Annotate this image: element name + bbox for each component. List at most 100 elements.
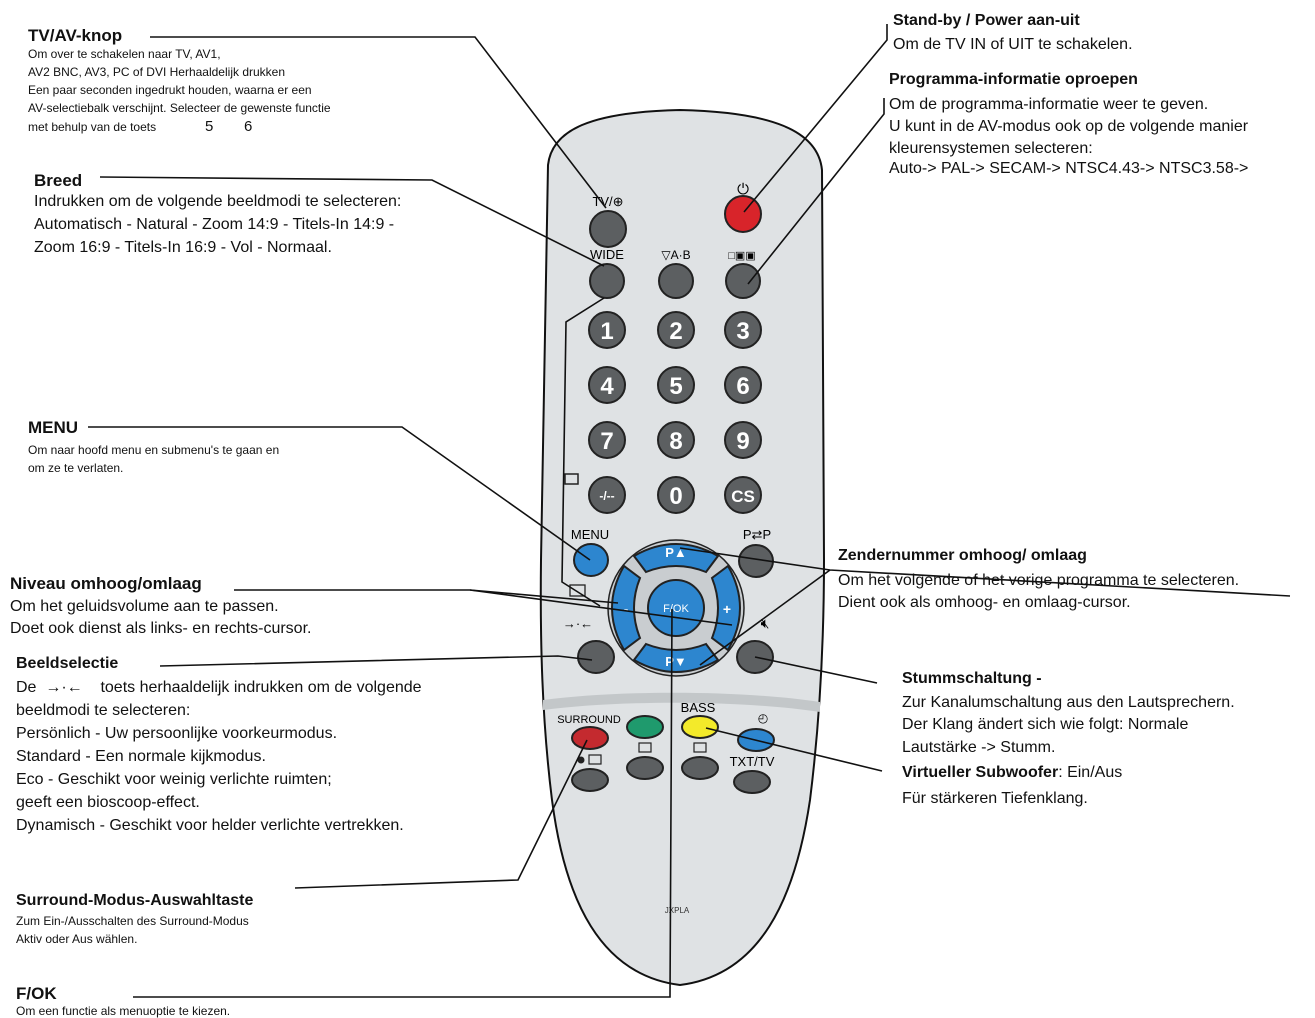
leader-lines xyxy=(88,24,1291,998)
tvav-line: AV-selectiebalk verschijnt. Selecteer de… xyxy=(28,101,331,115)
tvav-line: AV2 BNC, AV3, PC of DVI Herhaaldelijk dr… xyxy=(28,65,286,79)
digit-button-9[interactable]: 9 xyxy=(724,421,762,459)
gray-button-3[interactable] xyxy=(681,756,719,780)
digit-button-0[interactable]: 0 xyxy=(657,476,695,514)
svg-text:2: 2 xyxy=(669,318,682,345)
menu-line: om ze te verlaten. xyxy=(28,461,124,475)
beeldselectie-line: Dynamisch - Geschikt voor helder verlich… xyxy=(16,817,404,834)
programma-line: Om de programma-informatie weer te geven… xyxy=(889,96,1209,113)
cs-button[interactable]: CS xyxy=(724,476,762,514)
volume-up-button[interactable] xyxy=(710,564,741,652)
niveau-line: Doet ook dienst als links- en rechts-cur… xyxy=(10,620,312,637)
beeldselectie-line: Standard - Een normale kijkmodus. xyxy=(16,748,266,765)
red-button[interactable] xyxy=(571,726,609,750)
stumm-line: Lautstärke -> Stumm. xyxy=(902,739,1056,756)
green-button[interactable] xyxy=(626,715,664,739)
menu-button[interactable] xyxy=(573,543,609,577)
niveau-line: Om het geluidsvolume aan te passen. xyxy=(10,598,279,615)
p-down-label: P▼ xyxy=(665,654,687,669)
standby-title: Stand-by / Power aan-uit xyxy=(893,12,1080,29)
zender-line: Dient ook als omhoog- en omlaag-cursor. xyxy=(838,594,1131,611)
subtitle-icon xyxy=(569,584,586,597)
wide-button[interactable] xyxy=(589,263,625,299)
subwoofer-title: Virtueller Subwoofer: Ein/Aus xyxy=(902,764,1123,781)
svg-text:8: 8 xyxy=(669,428,682,455)
minus-label: - xyxy=(624,601,629,617)
yellow-sub-icon xyxy=(693,742,707,753)
digit-button-2[interactable]: 2 xyxy=(657,311,695,349)
subwoofer-line: Für stärkeren Tiefenklang. xyxy=(902,790,1088,807)
programma-line: kleurensystemen selecteren: xyxy=(889,140,1093,157)
gray-button-2[interactable] xyxy=(626,756,664,780)
digit-button-5[interactable]: 5 xyxy=(657,366,695,404)
svg-text:9: 9 xyxy=(736,428,749,455)
surround-title: Surround-Modus-Auswahltaste xyxy=(16,892,254,909)
stumm-line: Der Klang ändert sich wie folgt: Normale xyxy=(902,716,1189,733)
digit-button-8[interactable]: 8 xyxy=(657,421,695,459)
beeldselectie-title: Beeldselectie xyxy=(16,655,119,672)
mute-icon: 🔇︎ xyxy=(761,615,770,631)
leader-surround xyxy=(294,739,588,889)
svg-text:3: 3 xyxy=(736,318,749,345)
leader-stumm xyxy=(754,656,878,684)
programma-title: Programma-informatie oproepen xyxy=(889,71,1138,88)
digit-button-3[interactable]: 3 xyxy=(724,311,762,349)
info-label: □▣▣ xyxy=(728,250,755,262)
leader-menu xyxy=(88,426,591,561)
ab-label: ▽A·B xyxy=(661,248,690,262)
zender-line: Om het volgende of het vorige programma … xyxy=(838,572,1240,589)
volume-down-button[interactable] xyxy=(611,564,642,652)
info-button[interactable] xyxy=(725,263,761,299)
tvav-button[interactable] xyxy=(589,210,627,248)
fok-line: Om een functie als menuoptie te kiezen. xyxy=(16,1004,231,1018)
gray-button-1[interactable] xyxy=(571,768,609,792)
p-up-label: P▲ xyxy=(665,545,687,560)
tvav-key-5: 5 xyxy=(205,118,214,135)
wide-label: WIDE xyxy=(590,247,624,262)
svg-text:7: 7 xyxy=(600,428,613,455)
digit-grid: 1 2 3 4 5 6 7 8 9 -/-- 0 CS xyxy=(588,311,762,514)
model-label: JXPLA xyxy=(665,906,690,915)
leader-fok xyxy=(133,608,673,998)
leader-programma xyxy=(747,98,885,285)
breed-line: Zoom 16:9 - Titels-In 16:9 - Vol - Norma… xyxy=(34,239,332,256)
svg-text:4: 4 xyxy=(600,373,614,400)
surround-line: Aktiv oder Aus wählen. xyxy=(16,932,138,946)
power-icon: ⏻ xyxy=(737,181,749,198)
fok-button[interactable] xyxy=(647,579,705,637)
leader-zender-down xyxy=(699,569,831,666)
breed-line: Indrukken om de volgende beeldmodi te se… xyxy=(34,193,402,210)
yellow-button[interactable] xyxy=(681,715,719,739)
zender-title: Zendernummer omhoog/ omlaag xyxy=(838,547,1087,564)
digit-button-7[interactable]: 7 xyxy=(588,421,626,459)
digit-button-6[interactable]: 6 xyxy=(724,366,762,404)
power-button[interactable] xyxy=(724,195,762,233)
digit-button-1[interactable]: 1 xyxy=(588,311,626,349)
menu-line: Om naar hoofd menu en submenu's te gaan … xyxy=(28,443,280,457)
tvav-line: met behulp van de toets xyxy=(28,120,157,134)
plus-label: + xyxy=(723,601,731,617)
svg-text:-/--: -/-- xyxy=(599,489,614,503)
programma-line: Auto-> PAL-> SECAM-> NTSC4.43-> NTSC3.58… xyxy=(889,160,1249,177)
fok-label: F/OK xyxy=(663,603,689,615)
leader-niveau-left xyxy=(469,589,619,604)
leader-tvav xyxy=(150,36,607,209)
dot-icon xyxy=(577,756,585,764)
leader-subwoofer xyxy=(705,727,883,772)
leader-breed xyxy=(99,176,605,267)
ab-button[interactable] xyxy=(658,263,694,299)
stumm-title: Stummschaltung - xyxy=(902,670,1042,687)
dash-button[interactable]: -/-- xyxy=(588,476,626,514)
program-down-button[interactable] xyxy=(632,642,720,673)
beeldselectie-line: Eco - Geschikt voor weinig verlichte rui… xyxy=(16,771,332,788)
picture-select-button[interactable] xyxy=(577,640,615,674)
tvav-line: Een paar seconden ingedrukt houden, waar… xyxy=(28,83,312,97)
pp-label: P⇄P xyxy=(743,527,771,542)
fok-title: F/OK xyxy=(16,984,57,1003)
digit-button-4[interactable]: 4 xyxy=(588,366,626,404)
dpad: P▲ P▼ F/OK - + xyxy=(607,539,745,677)
beeldselectie-line: geeft een bioscoop-effect. xyxy=(16,794,200,811)
txt-tv-button[interactable] xyxy=(733,770,771,794)
niveau-title: Niveau omhoog/omlaag xyxy=(10,574,202,593)
